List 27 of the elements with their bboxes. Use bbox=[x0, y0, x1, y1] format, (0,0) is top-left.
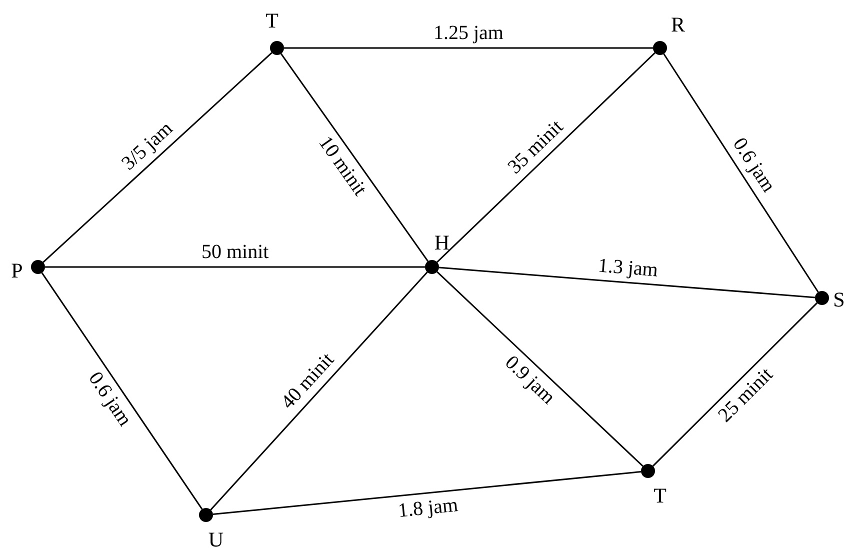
connector-line bbox=[210, 272, 428, 510]
edge-label: 1.3 jam bbox=[598, 255, 659, 280]
connector-line bbox=[436, 271, 644, 467]
connector-line bbox=[652, 302, 818, 467]
vertex-label: H bbox=[434, 232, 450, 254]
vertex-label: U bbox=[208, 530, 224, 550]
connector-line bbox=[284, 47, 653, 49]
connector-line bbox=[438, 266, 816, 298]
vertex-label: R bbox=[671, 14, 685, 36]
vertex-label: S bbox=[833, 290, 845, 310]
edge-label: 3/5 jam bbox=[118, 118, 176, 174]
edge-label: 0.6 jam bbox=[84, 368, 135, 430]
connector-line bbox=[280, 53, 429, 262]
connector-line bbox=[41, 272, 203, 510]
connector-line bbox=[45, 266, 425, 268]
edge-label: 1.8 jam bbox=[398, 495, 460, 521]
vertex-label: T bbox=[654, 486, 666, 506]
connector-line bbox=[663, 53, 819, 293]
connector-line bbox=[42, 52, 272, 263]
edge-label: 0.6 jam bbox=[728, 134, 778, 196]
connector-line bbox=[212, 470, 642, 516]
connector-line bbox=[436, 52, 656, 263]
vertex-label: T bbox=[266, 10, 278, 32]
edge-label: 1.25 jam bbox=[434, 23, 504, 43]
edge-label: 50 minit bbox=[202, 242, 269, 262]
edge-label: 0.9 jam bbox=[501, 352, 558, 408]
vertex-label: P bbox=[11, 260, 23, 282]
